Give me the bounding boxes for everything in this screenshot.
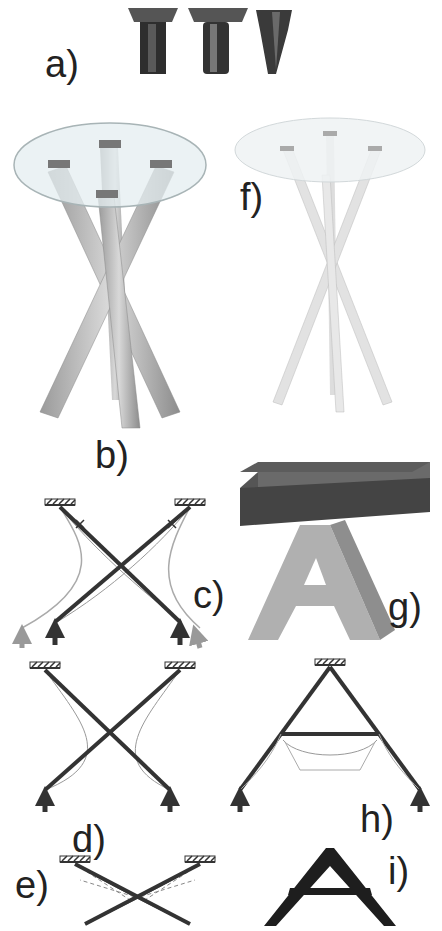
a-shape-outline [264,848,396,926]
a-frame-stand [240,462,430,640]
figure-label: b) [95,436,129,474]
deformation-sketch-d [30,662,195,812]
figure-label: f) [240,178,263,216]
deformation-sketch-e [60,856,215,924]
figure-label: d) [72,820,106,858]
figure-label: g) [388,588,422,626]
leg-brackets [128,8,292,74]
figure-label: i) [388,852,409,890]
glass-table [14,123,206,428]
figure-label: h) [360,800,394,838]
glass-table-light [235,118,425,412]
figure-label: a) [45,45,79,83]
figure-label: c) [193,576,225,614]
deformation-sketch-c [22,499,205,648]
figure-label: e) [15,866,49,904]
deformation-sketch-h [240,659,420,812]
